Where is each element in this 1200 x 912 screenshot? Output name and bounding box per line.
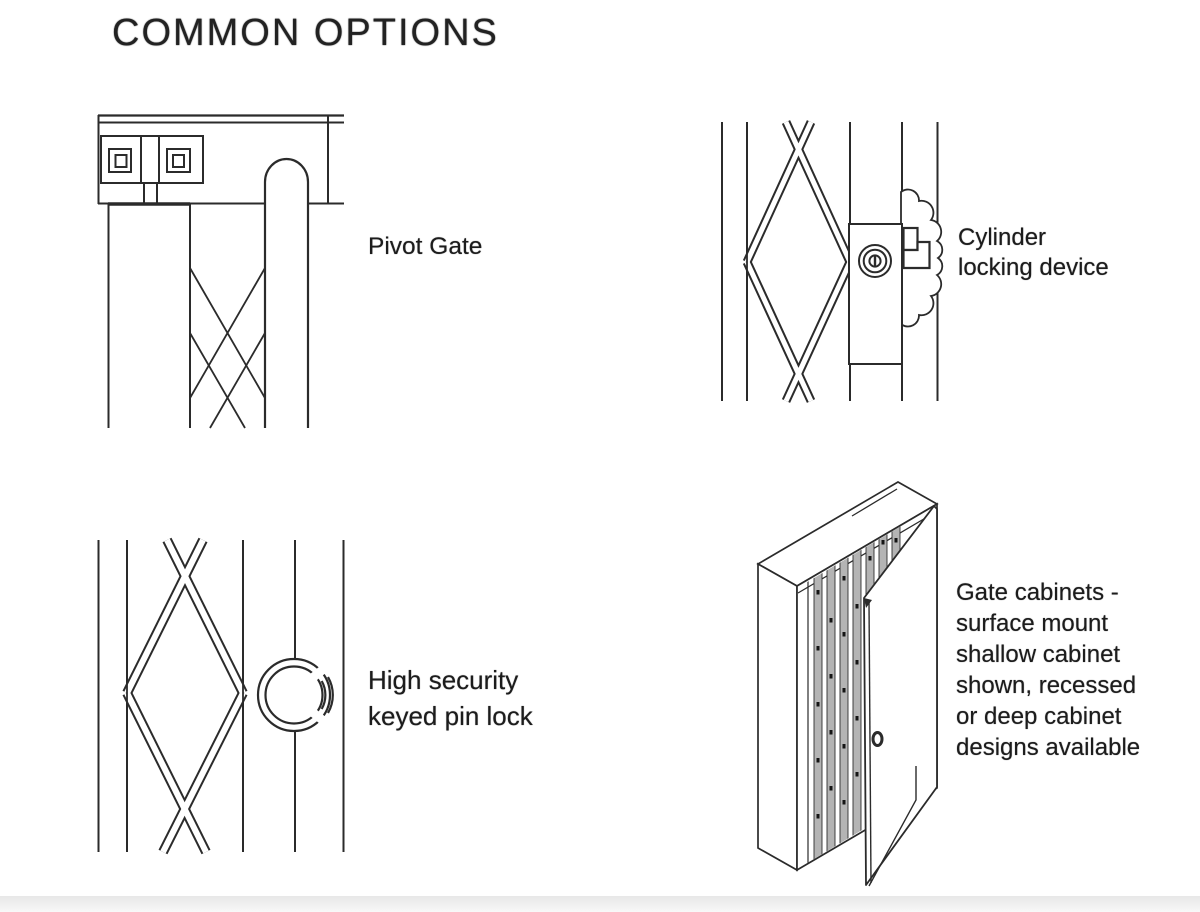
scissor-lattice: [122, 537, 248, 855]
overhead-track: [97, 114, 344, 206]
label-line: Gate cabinets -: [956, 579, 1119, 606]
round-top-post: [263, 157, 310, 428]
scissor-lattice: [742, 120, 855, 403]
label-line: designs available: [956, 734, 1141, 761]
key-cylinder: [858, 244, 892, 278]
gate-panel: [107, 157, 310, 429]
door-handle-icon: [871, 731, 884, 747]
cabinet-left-face: [757, 562, 798, 872]
cylinder-lock-drawing: [721, 120, 944, 403]
pivot-gate-label: Pivot Gate: [368, 233, 483, 260]
keyed-pin-lock-drawing: [97, 537, 345, 855]
page-title: COMMON OPTIONS: [112, 12, 499, 54]
label-line: Cylinder: [958, 224, 1047, 251]
latch-bolt: [902, 226, 931, 270]
label-line: shallow cabinet: [956, 641, 1121, 668]
label-line: or deep cabinet: [956, 703, 1122, 730]
gate-cabinet-label: Gate cabinets - surface mount shallow ca…: [956, 577, 1140, 763]
cylinder-lock-label: Cylinder locking device: [958, 223, 1109, 283]
label-line: High security: [368, 665, 519, 695]
label-line: locking device: [958, 254, 1109, 281]
scissor-lattice: [189, 267, 266, 429]
puck-lock: [256, 657, 334, 733]
label-line: keyed pin lock: [368, 701, 533, 731]
label-line: surface mount: [956, 610, 1109, 637]
pin-lock-label: High security keyed pin lock: [368, 662, 533, 734]
pivot-gate-drawing: [97, 114, 344, 429]
gate-cabinet-drawing: [756, 481, 939, 887]
trolley-rollers: [100, 135, 204, 204]
label-line: shown, recessed: [956, 672, 1137, 699]
scan-edge-shadow: [0, 896, 1200, 912]
slat-rivets: [816, 538, 898, 819]
cabinet-door: [863, 505, 938, 887]
